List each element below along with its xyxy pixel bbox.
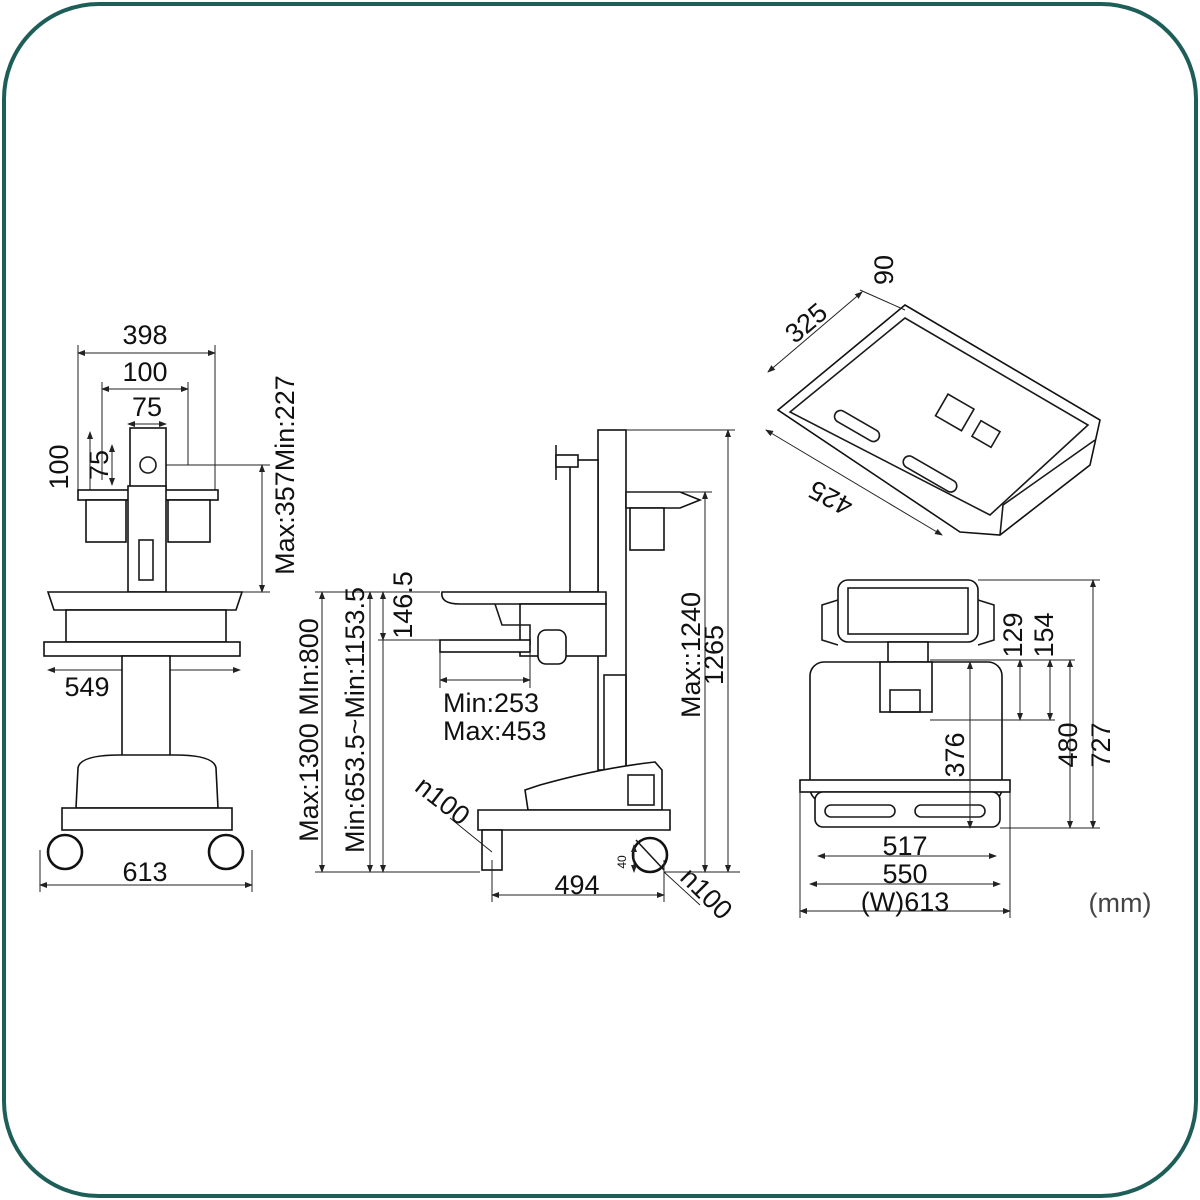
dim-517-label: 517	[882, 831, 927, 861]
dim-550-label: 550	[882, 859, 927, 889]
keyboard-drop-label: 146.5	[388, 571, 418, 639]
dim-154-label: 154	[1029, 612, 1059, 657]
keyboard-extension-min-label: Min:253	[443, 688, 539, 718]
drawer-isometric	[765, 289, 1101, 536]
vesa-75-label: 75	[132, 392, 162, 422]
vesa-100-label: 100	[122, 357, 167, 387]
base-depth-label: 494	[554, 870, 599, 900]
max-height-label: Max::1240	[676, 592, 706, 718]
dim-727-label: 727	[1086, 722, 1116, 767]
monitor-height-range-label: Max:357Min:227	[270, 375, 300, 575]
dim-480-label: 480	[1053, 722, 1083, 767]
drawer-length-label: 425	[804, 474, 858, 522]
overall-height-range-label: Max:1300 MIn:800	[294, 618, 324, 842]
dim-376-label: 376	[940, 732, 970, 777]
total-height-label: 1265	[699, 625, 729, 685]
keyboard-extension-max-label: Max:453	[443, 716, 547, 746]
vesa-75-vertical-label: 75	[84, 450, 114, 480]
front-view-cart	[39, 345, 270, 892]
top-view-cart	[799, 579, 1100, 918]
drawer-width-label: 325	[779, 297, 833, 349]
units-label: (mm)	[1089, 888, 1152, 918]
caster-offset-label: 40	[615, 855, 629, 869]
front-caster-diameter-label: n100	[410, 771, 476, 832]
drawer-depth-label: 90	[869, 255, 899, 285]
base-width-label: 613	[122, 857, 167, 887]
worksurface-height-range-label: Min:653.5~Min:1153.5	[340, 587, 370, 853]
front-width-398-label: 398	[122, 320, 167, 350]
side-view-cart	[315, 429, 740, 906]
dim-129-label: 129	[998, 612, 1028, 657]
rear-caster-diameter-label: n100	[675, 862, 739, 926]
worksurface-width-label: 549	[64, 672, 109, 702]
vesa-100-vertical-label: 100	[44, 444, 74, 489]
overall-width-label: (W)613	[861, 887, 950, 917]
